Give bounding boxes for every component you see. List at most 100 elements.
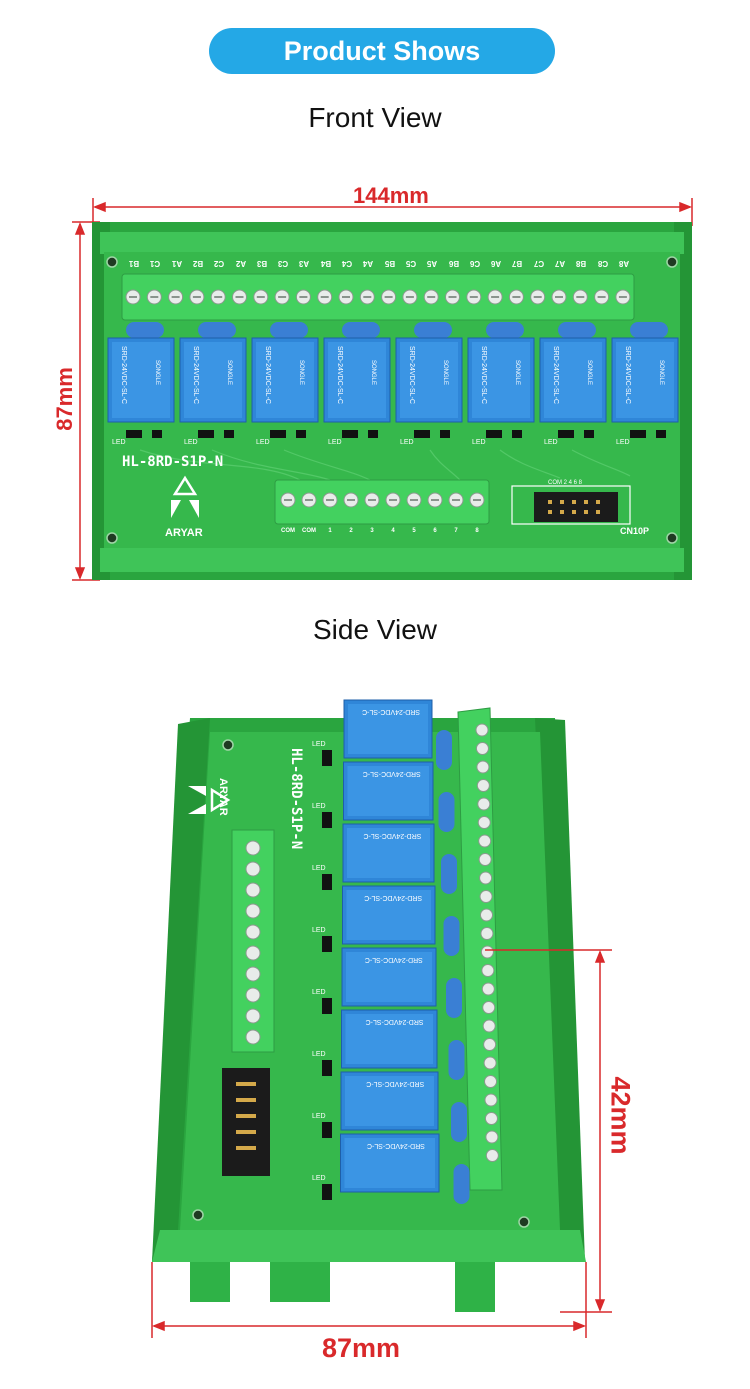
led-icon — [486, 430, 502, 438]
terminal-screw-icon — [245, 966, 261, 982]
terminal-label: C1 — [150, 259, 161, 268]
svg-text:SRD-24VDC-SL-C: SRD-24VDC-SL-C — [364, 894, 422, 901]
led-icon — [126, 430, 142, 438]
terminal-label: C7 — [533, 259, 544, 268]
terminal-screw-icon — [245, 840, 261, 856]
terminal-screw-icon — [245, 861, 261, 877]
svg-text:SRD-24VDC-SL-C: SRD-24VDC-SL-C — [552, 346, 559, 404]
svg-text:LED: LED — [328, 439, 342, 446]
capacitor-icon — [436, 730, 452, 770]
terminal-screw-icon — [245, 1029, 261, 1045]
terminal-label: C5 — [405, 259, 417, 268]
side-brand-label: ARYAR — [217, 778, 229, 816]
terminal-label: 7 — [454, 528, 458, 534]
side-width-dimension-line — [151, 1262, 587, 1338]
svg-text:SRD-24VDC-SL-C: SRD-24VDC-SL-C — [264, 346, 271, 404]
terminal-screw-icon — [245, 882, 261, 898]
side-height-dimension-line — [485, 949, 612, 1313]
terminal-screw-icon — [485, 1130, 499, 1144]
terminal-label: 6 — [433, 528, 437, 534]
svg-text:LED: LED — [472, 439, 486, 446]
terminal-label: C8 — [597, 259, 608, 268]
led-icon — [270, 430, 286, 438]
terminal-label: B4 — [320, 259, 331, 268]
svg-text:LED: LED — [544, 439, 558, 446]
front-view-title: Front View — [308, 102, 442, 133]
terminal-label: C6 — [469, 259, 480, 268]
svg-text:SRD-24VDC-SL-C: SRD-24VDC-SL-C — [480, 346, 487, 404]
svg-text:COM 2 4 6 8: COM 2 4 6 8 — [548, 480, 583, 486]
terminal-screw-icon — [483, 1056, 497, 1070]
led-icon — [198, 430, 214, 438]
side-view-title: Side View — [312, 614, 437, 645]
terminal-label: 3 — [370, 528, 374, 534]
terminal-label: A2 — [235, 259, 246, 268]
led-icon — [322, 874, 332, 890]
svg-text:SRD-24VDC-SL-C: SRD-24VDC-SL-C — [366, 1080, 424, 1087]
svg-text:SONGLE: SONGLE — [658, 360, 664, 385]
svg-text:SONGLE: SONGLE — [514, 360, 520, 385]
product-shows-banner: Product Shows — [209, 28, 555, 74]
terminal-screw-icon — [476, 760, 490, 774]
terminal-screw-icon — [478, 834, 492, 848]
svg-text:SONGLE: SONGLE — [154, 360, 160, 385]
terminal-screw-icon — [480, 945, 494, 959]
terminal-label: A1 — [171, 259, 182, 268]
capacitor-icon — [443, 916, 460, 956]
terminal-screw-icon — [480, 927, 494, 940]
svg-text:LED: LED — [184, 439, 198, 446]
terminal-label: C2 — [214, 259, 225, 268]
led-icon — [322, 1122, 332, 1138]
led-icon — [322, 750, 332, 766]
capacitor-icon — [451, 1102, 467, 1142]
svg-text:LED: LED — [312, 1051, 326, 1058]
terminal-label: B3 — [256, 259, 267, 268]
terminal-label: A7 — [554, 259, 566, 268]
terminal-screw-icon — [483, 1038, 497, 1051]
svg-text:SONGLE: SONGLE — [298, 360, 304, 385]
terminal-label: B8 — [576, 259, 587, 268]
svg-text:SRD-24VDC-SL-C: SRD-24VDC-SL-C — [367, 1142, 425, 1149]
terminal-screw-icon — [478, 853, 492, 866]
terminal-screw-icon — [480, 908, 493, 922]
svg-text:SONGLE: SONGLE — [370, 360, 376, 385]
terminal-label: 8 — [475, 528, 479, 534]
terminal-screw-icon — [479, 871, 493, 885]
led-icon — [630, 430, 646, 438]
terminal-label: A3 — [299, 259, 310, 268]
svg-text:SONGLE: SONGLE — [442, 360, 448, 385]
svg-text:LED: LED — [312, 989, 326, 996]
terminal-label: A8 — [618, 259, 630, 268]
front-width-label: 144mm — [353, 183, 429, 208]
svg-text:SRD-24VDC-SL-C: SRD-24VDC-SL-C — [366, 1018, 424, 1025]
terminal-screw-icon — [477, 797, 491, 811]
terminal-label: A6 — [490, 259, 502, 268]
capacitor-icon — [438, 792, 455, 832]
capacitor-icon — [270, 322, 308, 338]
side-board: ARYAR HL-8RD-S1P-N SRD-24VDC-SL-C SRD-24V… — [152, 699, 586, 1312]
svg-text:SRD-24VDC-SL-C: SRD-24VDC-SL-C — [365, 956, 423, 963]
svg-text:SRD-24VDC-SL-C: SRD-24VDC-SL-C — [192, 346, 199, 404]
svg-text:SRD-24VDC-SL-C: SRD-24VDC-SL-C — [336, 346, 343, 404]
svg-text:LED: LED — [312, 927, 326, 934]
terminal-screw-icon — [479, 890, 493, 903]
svg-text:SRD-24VDC-SL-C: SRD-24VDC-SL-C — [363, 770, 421, 777]
terminal-label: COM — [302, 528, 316, 534]
led-icon — [322, 936, 332, 952]
svg-text:SRD-24VDC-SL-C: SRD-24VDC-SL-C — [362, 708, 420, 715]
front-width-dimension-line — [92, 198, 693, 226]
terminal-label: B6 — [448, 259, 459, 268]
capacitor-icon — [414, 322, 452, 338]
terminal-screw-icon — [482, 1019, 496, 1033]
terminal-label: 4 — [391, 528, 395, 534]
terminal-label: B2 — [192, 259, 204, 268]
side-width-label: 87mm — [322, 1333, 401, 1363]
terminal-screw-icon — [475, 723, 489, 737]
svg-text:LED: LED — [312, 1175, 326, 1182]
side-model-label: HL-8RD-S1P-N — [288, 748, 304, 849]
led-icon — [322, 812, 332, 828]
led-icon — [322, 998, 332, 1014]
terminal-label: A5 — [427, 259, 438, 268]
capacitor-icon — [630, 322, 668, 338]
